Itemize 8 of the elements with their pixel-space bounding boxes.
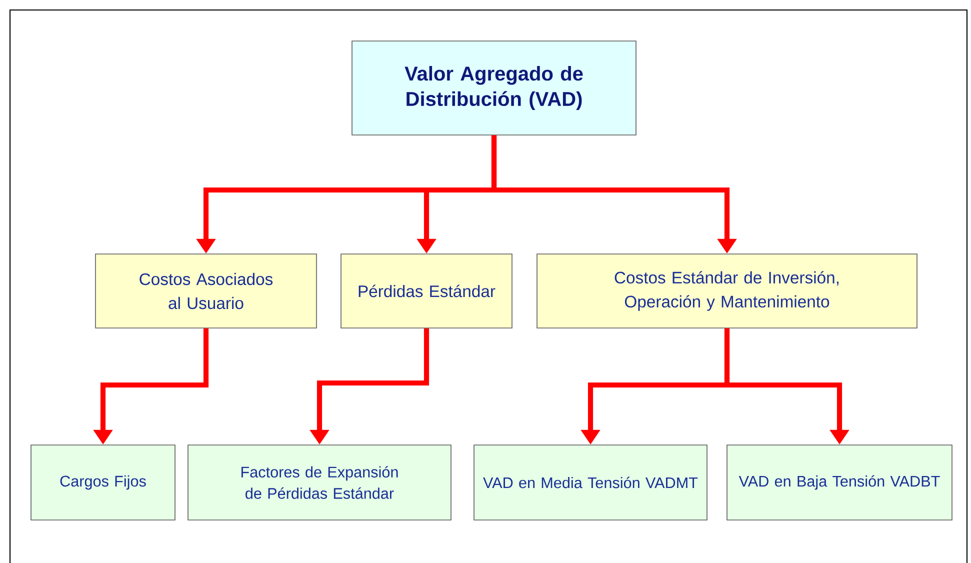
process-box: Pérdidas Estándar [340,254,512,328]
process-box: Valor Agregado de Distribución (VAD) [352,40,636,136]
process-box: VAD en Media Tensión VADMT [474,444,708,520]
process-box: VAD en Baja Tensión VADBT [726,444,952,520]
process-box: Factores de Expansión de Pérdidas Estándar [188,444,452,520]
process-box: Costos Asociados al Usuario [95,254,317,328]
process-box: Costos Estándar de Inversión, Operación y Mantenimiento [536,254,918,328]
process-box: Cargos Fijos [30,444,176,520]
